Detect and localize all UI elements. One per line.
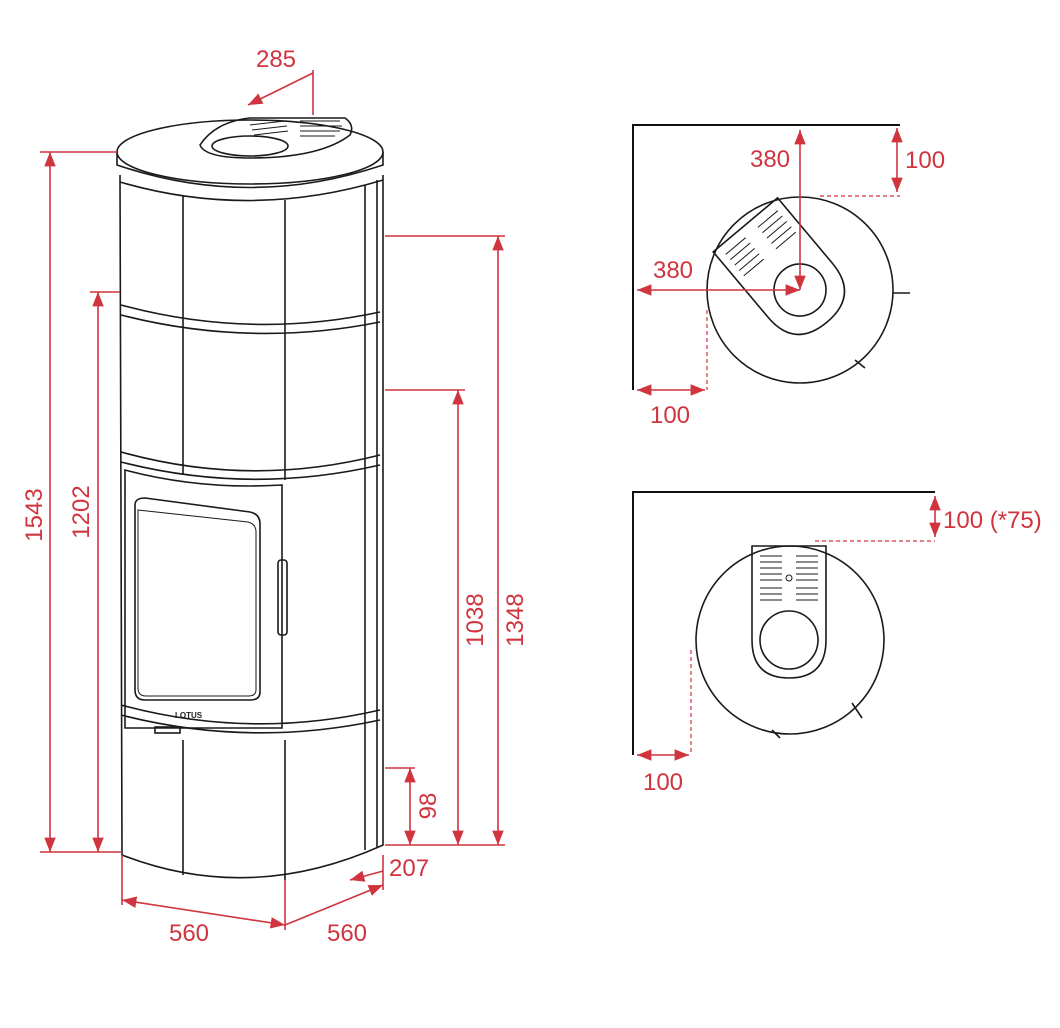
band-line — [120, 304, 381, 326]
dim-door-height: 1202 — [68, 485, 95, 538]
dim-width-right: 560 — [327, 920, 367, 947]
stove-body-outline — [119, 174, 384, 879]
wall-corner — [632, 124, 900, 390]
stove-door — [124, 468, 283, 729]
dim-width-left: 560 — [169, 920, 209, 947]
door-glass — [134, 497, 261, 701]
stove-plan-outline — [695, 545, 885, 735]
dim-flue-offset: 285 — [256, 46, 296, 73]
door-handle — [277, 559, 288, 636]
dim-back-clearance: 100 — [905, 147, 945, 174]
top-grill-plate — [199, 117, 353, 159]
dim-side-clearance: 100 — [650, 402, 690, 429]
dim-center-from-back: 380 — [750, 146, 790, 173]
grill-slots-icon — [249, 120, 342, 137]
handle-icon — [771, 702, 863, 739]
top-grill-plan — [751, 545, 827, 679]
dim-center-from-side: 380 — [653, 257, 693, 284]
plan-wall-installation: 100 (*75) 100 — [632, 491, 1042, 796]
dim-bottom-inlet-height: 98 — [415, 793, 442, 820]
top-grill-plan — [712, 196, 846, 336]
wall-corner — [632, 491, 935, 755]
dim-rear-outlet-height: 1348 — [502, 593, 529, 646]
plan-corner-installation: 380 100 380 100 — [632, 124, 945, 429]
brand-logo: LOTUS — [175, 711, 203, 720]
flue-outlet-icon — [211, 135, 289, 157]
dim-total-height: 1543 — [21, 488, 48, 541]
stove-front-view: LOTUS — [116, 117, 384, 880]
stove-top-plate — [116, 119, 384, 185]
front-dimensions: 1543 1202 1348 1038 98 207 560 560 285 — [21, 46, 529, 947]
ash-lever — [154, 726, 181, 734]
dim-depth-offset: 207 — [389, 855, 429, 882]
stove-top-rim — [116, 152, 384, 189]
dim-back-clearance: 100 (*75) — [943, 507, 1042, 534]
dim-air-inlet-height: 1038 — [462, 593, 489, 646]
dim-side-clearance: 100 — [643, 769, 683, 796]
